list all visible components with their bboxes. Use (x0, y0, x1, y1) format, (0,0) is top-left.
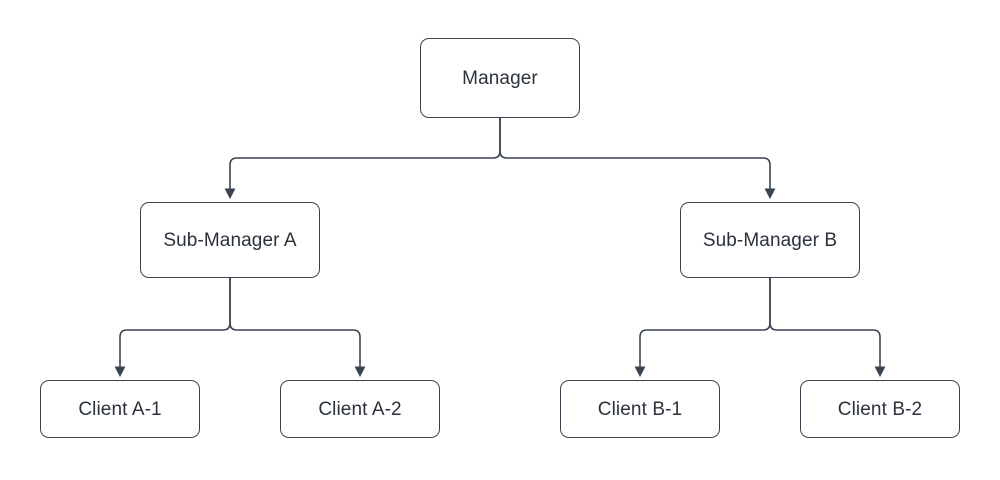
node-sub-manager-b-label: Sub-Manager B (702, 229, 838, 251)
node-client-b1-label: Client B-1 (597, 398, 683, 420)
node-client-b2-label: Client B-2 (837, 398, 923, 420)
edge-sub-manager-b-to-client-b1 (634, 278, 771, 378)
node-sub-manager-a[interactable]: Sub-Manager A (140, 202, 320, 278)
node-client-a2[interactable]: Client A-2 (280, 380, 440, 438)
node-client-b2[interactable]: Client B-2 (800, 380, 960, 438)
edge-sub-manager-a-to-client-a2 (229, 278, 366, 378)
node-manager[interactable]: Manager (420, 38, 580, 118)
node-sub-manager-a-label: Sub-Manager A (163, 229, 297, 251)
node-sub-manager-b[interactable]: Sub-Manager B (680, 202, 860, 278)
node-client-b1[interactable]: Client B-1 (560, 380, 720, 438)
node-client-a2-label: Client A-2 (318, 398, 402, 420)
edge-sub-manager-a-to-client-a1 (114, 278, 231, 378)
edge-sub-manager-b-to-client-b2 (769, 278, 886, 378)
node-manager-label: Manager (462, 67, 538, 89)
edge-manager-to-sub-manager-a (224, 118, 501, 200)
node-client-a1[interactable]: Client A-1 (40, 380, 200, 438)
node-client-a1-label: Client A-1 (78, 398, 162, 420)
edge-manager-to-sub-manager-b (499, 118, 776, 200)
